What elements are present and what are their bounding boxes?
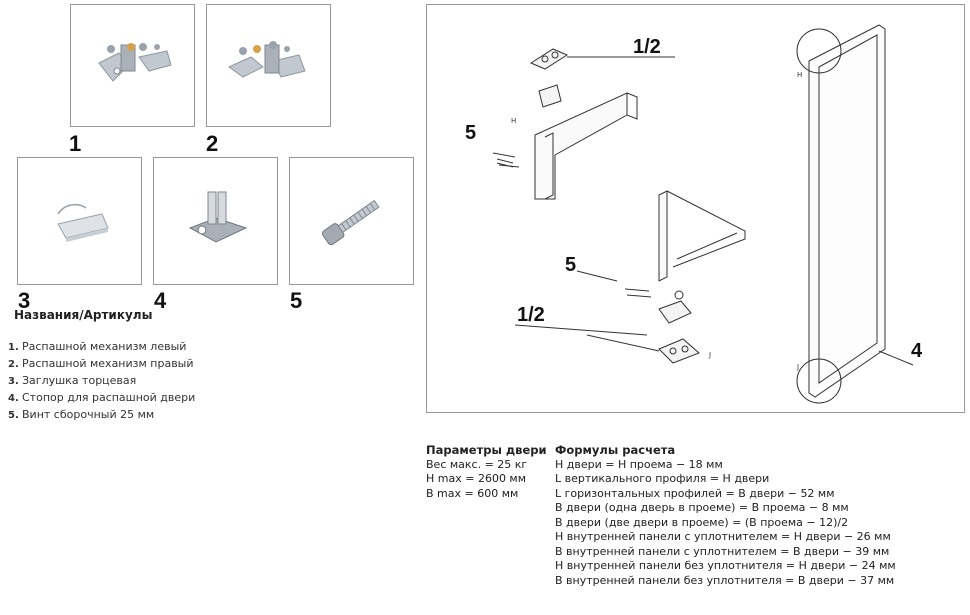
- mark-h: H: [511, 117, 516, 125]
- door-params-title: Параметры двери: [426, 443, 547, 457]
- formula-line: B внутренней панели с уплотнителем = B д…: [555, 544, 890, 558]
- product-number-2: 2: [206, 131, 219, 156]
- list-item: 2.Распашной механизм правый: [8, 356, 195, 373]
- formula-line: H внутренней панели без уплотнителя = H …: [555, 559, 896, 572]
- callout-bottom-screw: 5: [565, 254, 576, 276]
- formula-line: B двери (две двери в проеме) = (B проема…: [555, 515, 849, 529]
- product-card-3: [17, 157, 142, 285]
- list-item: 3.Заглушка торцевая: [8, 373, 195, 390]
- list-item-number: 1.: [8, 342, 19, 353]
- list-item-number: 5.: [8, 410, 19, 421]
- list-item-number: 4.: [8, 393, 19, 404]
- formulas: Формулы расчета H двери = H проема − 18 …: [555, 443, 896, 588]
- list-item-text: Стопор для распашной двери: [22, 391, 196, 404]
- door-stopper-icon: [188, 191, 248, 243]
- list-item-text: Распашной механизм левый: [22, 340, 187, 353]
- assembly-drawing: 1/2 5 5 1/2 4 H J H J: [465, 24, 923, 404]
- formula-line: L вертикального профиля = H двери: [555, 472, 770, 485]
- product-card-5: [289, 157, 414, 285]
- product-number-4: 4: [154, 288, 167, 313]
- hinge-mechanism-left-icon: [98, 43, 172, 82]
- callout-top-screw: 5: [465, 122, 476, 144]
- mark-j: J: [708, 351, 711, 359]
- assembly-diagram: 1/2 5 5 1/2 4 H J H J: [426, 4, 965, 413]
- list-item-number: 2.: [8, 359, 19, 370]
- product-card-1: [70, 4, 195, 127]
- door-mark-j: J: [796, 363, 799, 371]
- list-item: 1.Распашной механизм левый: [8, 339, 195, 356]
- formula-line: H двери = H проема − 18 мм: [555, 457, 723, 471]
- names-list: 1.Распашной механизм левый 2.Распашной м…: [8, 339, 195, 424]
- door-params: Параметры двери Вес макс. = 25 кг H max …: [426, 443, 547, 501]
- door-param-line: H max = 2600 мм: [426, 472, 527, 485]
- formulas-title: Формулы расчета: [555, 443, 676, 457]
- list-item-text: Распашной механизм правый: [22, 357, 194, 370]
- list-item-number: 3.: [8, 376, 19, 387]
- product-card-2: [206, 4, 331, 127]
- hinge-mechanism-right-icon: [228, 41, 306, 78]
- door-mark-h: H: [797, 71, 802, 79]
- end-cap-icon: [57, 203, 109, 242]
- names-heading: Названия/Артикулы: [14, 308, 153, 322]
- formula-line: H внутренней панели с уплотнителем = H д…: [555, 530, 891, 543]
- formula-line: B внутренней панели без уплотнителя = B …: [555, 573, 895, 587]
- list-item: 4.Стопор для распашной двери: [8, 390, 195, 407]
- formula-line: L горизонтальных профилей = B двери − 52…: [555, 486, 835, 500]
- list-item-text: Винт сборочный 25 мм: [22, 408, 155, 421]
- product-number-1: 1: [69, 131, 82, 156]
- door-param-line: Вес макс. = 25 кг: [426, 457, 528, 471]
- callout-bottom-half: 1/2: [517, 304, 545, 326]
- formula-line: B двери (одна дверь в проеме) = B проема…: [555, 501, 849, 514]
- door-param-line: B max = 600 мм: [426, 486, 519, 500]
- product-number-3: 3: [18, 288, 31, 313]
- assembly-screw-icon: [321, 199, 380, 246]
- product-card-4: [153, 157, 278, 285]
- callout-top-half: 1/2: [633, 36, 661, 58]
- list-item: 5.Винт сборочный 25 мм: [8, 407, 195, 424]
- callout-stopper: 4: [911, 340, 923, 362]
- product-number-5: 5: [290, 288, 303, 313]
- list-item-text: Заглушка торцевая: [22, 374, 137, 387]
